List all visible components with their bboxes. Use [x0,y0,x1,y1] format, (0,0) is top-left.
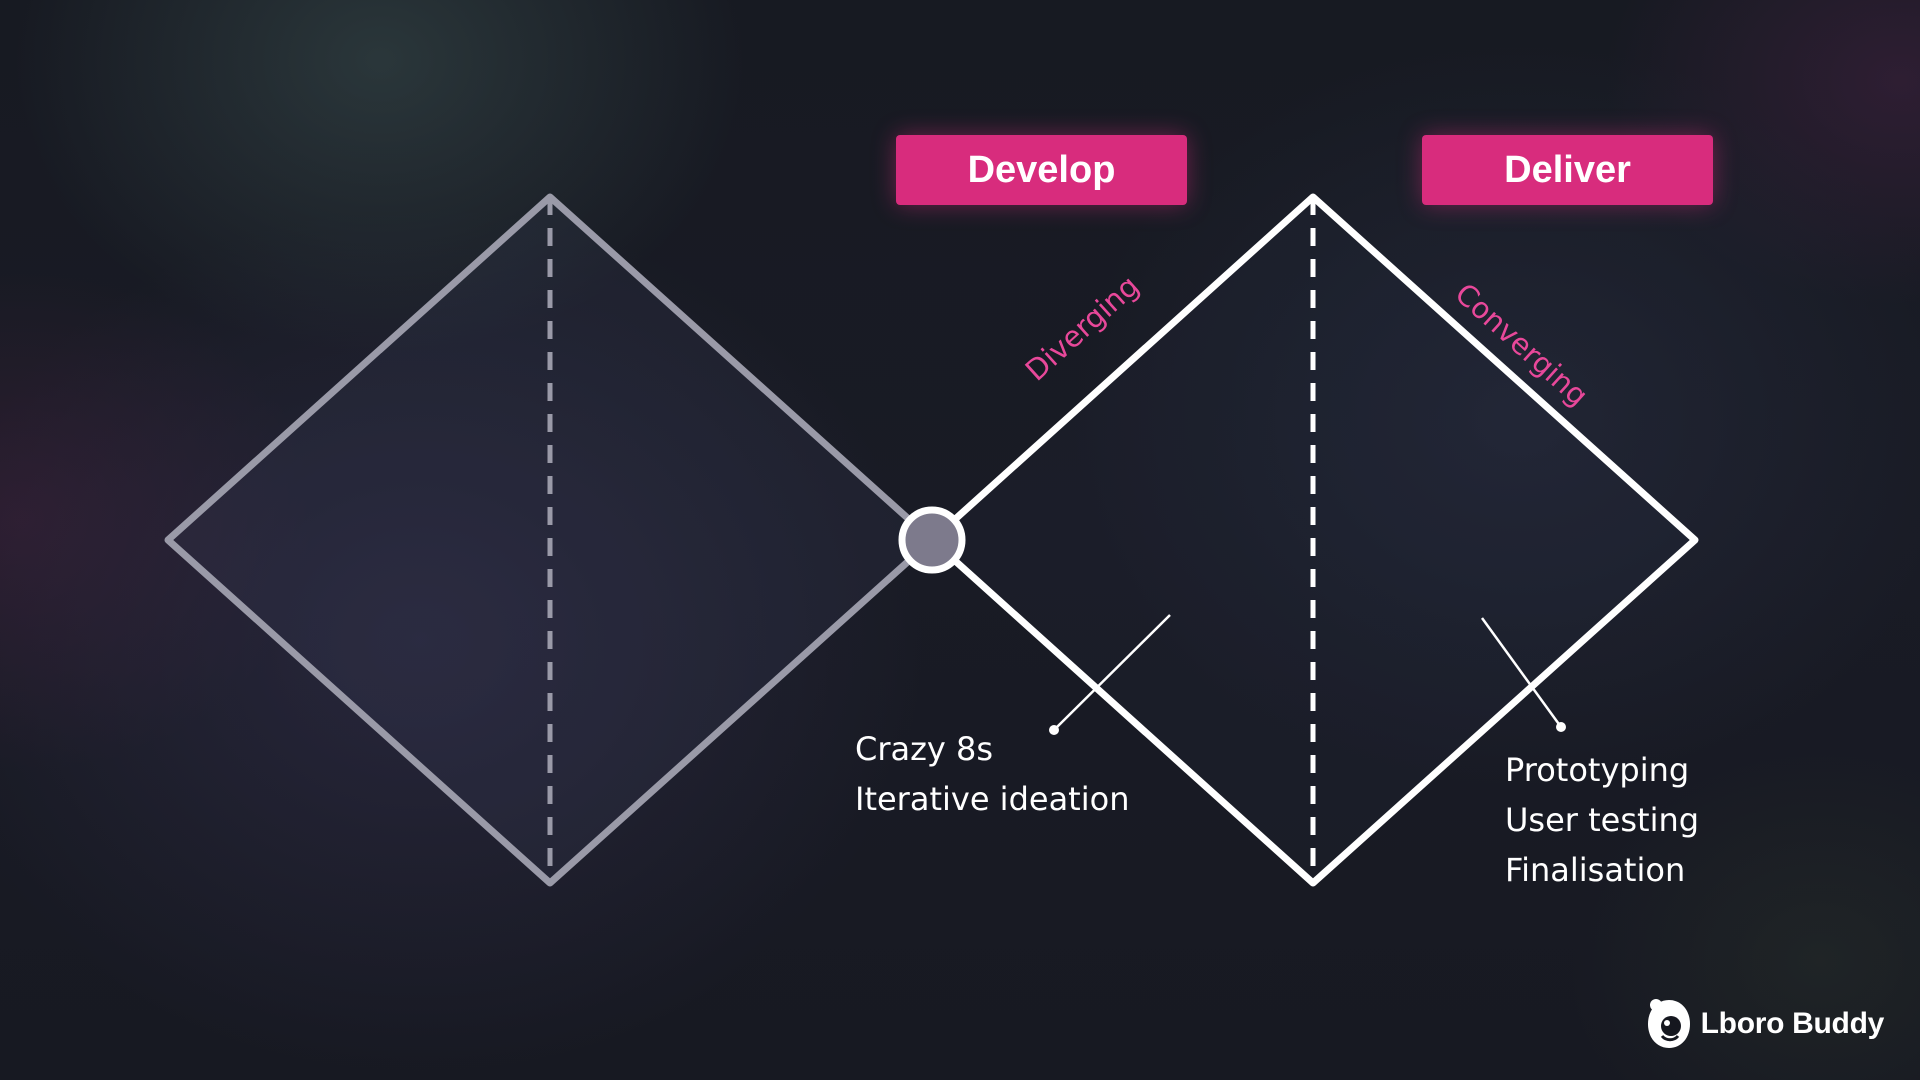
deliver-methods-leader-dot [1556,722,1566,732]
list-item: Prototyping [1505,751,1690,789]
brand-logo: Lboro Buddy [1643,996,1884,1052]
list-item: Crazy 8s [855,730,994,768]
deliver-methods-list: Prototyping User testing Finalisation [1505,745,1699,895]
deliver-phase-badge: Deliver [1422,135,1713,205]
list-item: Finalisation [1505,851,1686,889]
develop-phase-label: Develop [967,148,1116,191]
bear-mascot-icon [1647,999,1690,1048]
list-item: User testing [1505,801,1700,839]
develop-methods-list: Crazy 8s Iterative ideation [855,724,1129,824]
develop-phase-badge: Develop [896,135,1187,205]
develop-methods-leader-line [1053,614,1171,731]
list-item: Iterative ideation [855,780,1130,818]
deliver-phase-label: Deliver [1504,148,1631,191]
current-stage-node [898,506,966,574]
develop-methods-leader-dot [1049,725,1059,735]
brand-name: Lboro Buddy [1700,1007,1885,1040]
deliver-methods-leader-line [1480,617,1563,728]
